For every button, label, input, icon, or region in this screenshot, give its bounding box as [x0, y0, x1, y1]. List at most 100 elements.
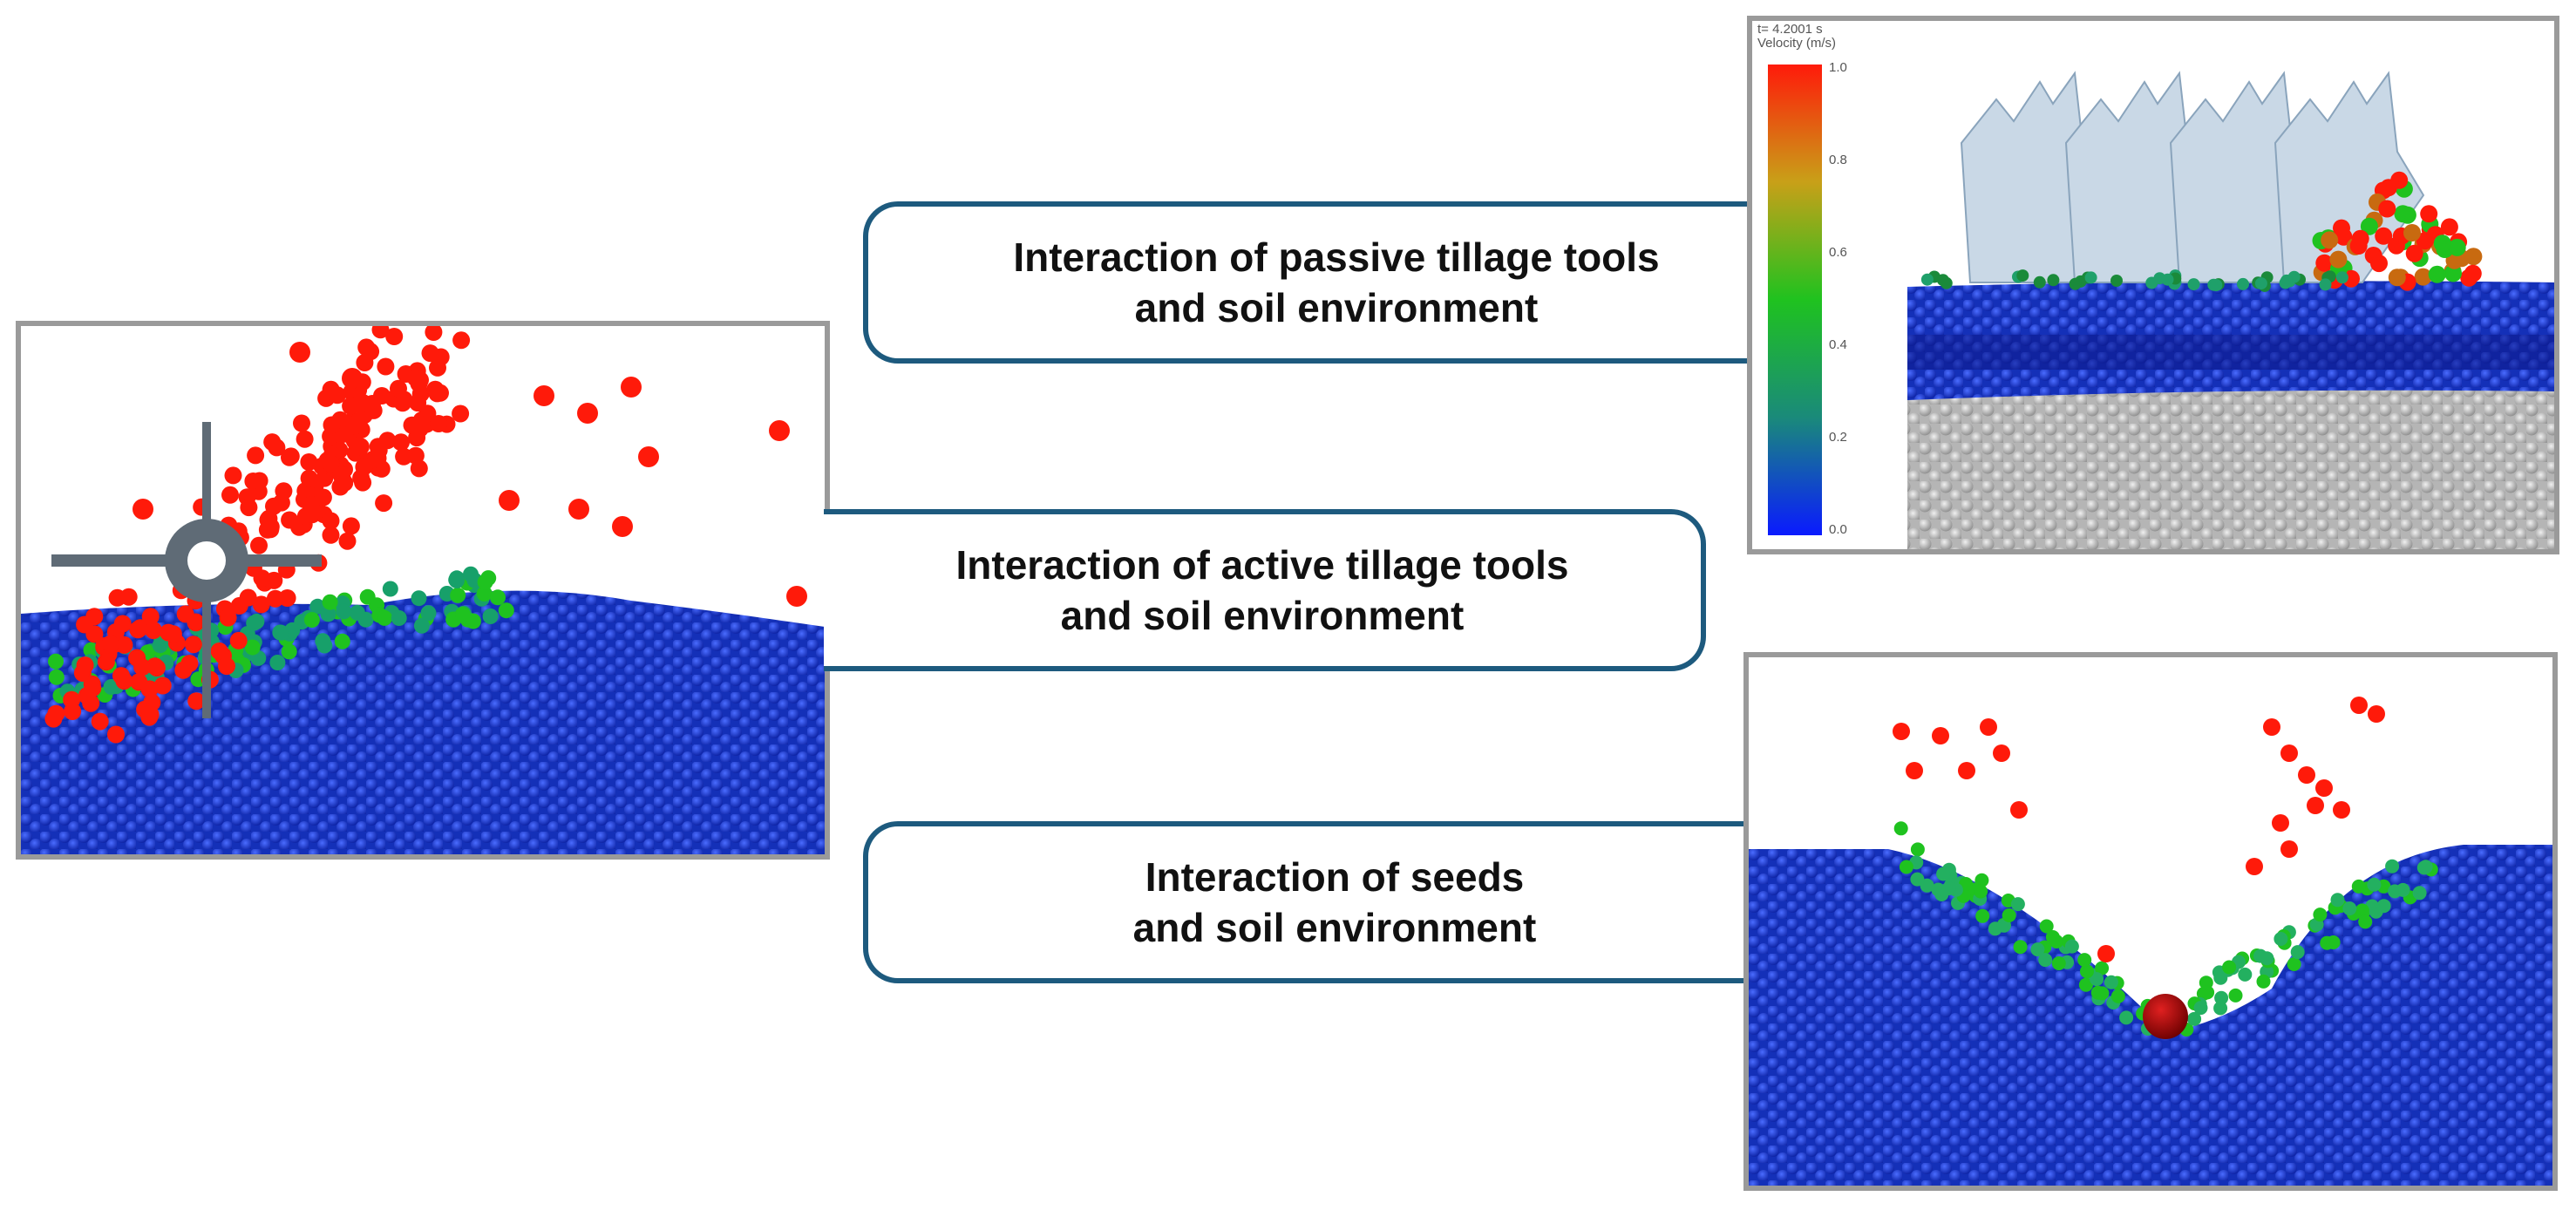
soil-particle-red	[406, 369, 425, 387]
ejected-particle	[1980, 718, 1997, 736]
ejected-particle	[2368, 705, 2385, 723]
soil-particle-red	[260, 509, 278, 527]
active-line-1: Interaction of active tillage tools	[955, 542, 1569, 588]
furrow-particle	[2095, 986, 2110, 1001]
heap-particle	[2388, 236, 2405, 255]
furrow-particle	[1910, 872, 1925, 887]
furrow-particle	[2095, 961, 2110, 975]
soil-particle-red	[229, 631, 248, 649]
legend-header: t= 4.2001 s	[1757, 22, 1823, 37]
active-tillage-panel	[16, 321, 830, 860]
furrow-particle	[2193, 1001, 2208, 1016]
surface-particle	[2237, 277, 2249, 290]
furrow-particle	[2051, 956, 2066, 970]
soil-particle-green	[477, 574, 493, 590]
surface-particle	[2161, 273, 2174, 286]
passive-tillage-label: Interaction of passive tillage tools and…	[1013, 232, 1659, 333]
soil-particle-red	[219, 608, 237, 627]
surface-particle	[2110, 275, 2123, 287]
soil-particle-red	[76, 615, 94, 634]
heap-particle	[2388, 269, 2406, 287]
ejected-particle	[2350, 697, 2368, 714]
soil-particle-red	[281, 448, 298, 466]
soil-particle-red	[253, 569, 271, 588]
soil-particle-red	[101, 635, 119, 653]
furrow-particle	[2080, 964, 2094, 979]
soil-particle-red	[112, 667, 130, 685]
furrow-particle	[2369, 904, 2383, 919]
ejected-particle	[1993, 744, 2010, 762]
soil-particle-green	[420, 605, 437, 622]
passive-line-2: and soil environment	[1134, 285, 1539, 330]
furrow-particle	[2222, 960, 2237, 975]
surface-particle	[2187, 278, 2200, 291]
furrow-particle	[2274, 932, 2288, 946]
heap-particle	[2428, 265, 2446, 283]
furrow-particle	[1910, 842, 1925, 857]
soil-particle-green	[454, 606, 471, 622]
velocity-colorbar	[1768, 65, 1822, 535]
soil-particle-green	[498, 602, 514, 619]
soil-particle-red	[133, 499, 153, 520]
soil-particle-green	[448, 573, 465, 588]
soil-particle-red	[638, 446, 659, 467]
soil-particle-green	[359, 588, 376, 605]
soil-particle-red	[289, 342, 310, 363]
heap-particle	[2448, 238, 2466, 256]
ejected-particle	[2246, 858, 2263, 875]
soil-particle-red	[141, 608, 160, 626]
furrow-particle	[2256, 974, 2271, 989]
soil-particle-red	[224, 466, 242, 485]
soil-particle-red	[302, 496, 320, 513]
surface-particle	[2319, 278, 2332, 291]
surface-particle	[1940, 276, 1953, 289]
surface-particle	[2047, 274, 2060, 287]
soil-particle-red	[356, 354, 374, 371]
furrow-particle	[2196, 986, 2211, 1001]
furrow-particle	[2038, 953, 2053, 968]
furrow-particle	[2214, 990, 2229, 1005]
furrow-particle	[2002, 908, 2016, 922]
heap-particle	[2375, 227, 2393, 245]
soil-particle-red	[119, 588, 138, 606]
soil-particle-green	[391, 610, 407, 626]
ejected-particle	[2097, 945, 2115, 962]
colorbar-tick-label: 0.8	[1829, 153, 1847, 167]
soil-particle-red	[218, 657, 235, 676]
soil-particle-red	[390, 379, 407, 398]
furrow-particle	[2228, 988, 2243, 1003]
furrow-particle	[2064, 939, 2079, 954]
colorbar-tick-label: 0.6	[1829, 245, 1847, 260]
furrow-particle	[2385, 859, 2400, 874]
soil-particle-green	[281, 643, 297, 660]
heap-particle	[2444, 264, 2462, 282]
seeds-callout: Interaction of seeds and soil environmen…	[863, 821, 1801, 983]
heap-particle	[2398, 206, 2416, 224]
soil-particle-green	[320, 606, 336, 622]
heap-particle	[2333, 219, 2350, 237]
soil-particle-red	[322, 526, 340, 544]
soil-particle-red	[296, 430, 314, 448]
rotary-tool-icon	[51, 422, 322, 718]
soil-particle-red	[91, 712, 109, 731]
soil-particle-green	[336, 603, 352, 620]
heap-particle	[2349, 237, 2368, 255]
passive-tillage-callout: Interaction of passive tillage tools and…	[863, 201, 1805, 364]
soil-particle-red	[252, 595, 270, 614]
soil-particle-green	[269, 655, 286, 670]
heap-particle	[2321, 231, 2339, 249]
soil-particle-red	[221, 486, 239, 504]
heap-particle	[2440, 218, 2458, 236]
heap-particle	[2379, 179, 2397, 197]
furrow-particle	[1974, 873, 1989, 887]
soil-particle-red	[281, 511, 299, 529]
surface-particle	[2069, 277, 2082, 290]
soil-particle-green	[382, 581, 398, 597]
soil-particle-red	[425, 326, 443, 341]
soil-particle-red	[410, 459, 428, 478]
ejected-particle	[1893, 723, 1910, 740]
soil-particle-red	[534, 385, 554, 406]
soil-particle-red	[369, 438, 387, 456]
soil-particle-red	[428, 384, 446, 403]
soil-particle-red	[452, 404, 470, 423]
